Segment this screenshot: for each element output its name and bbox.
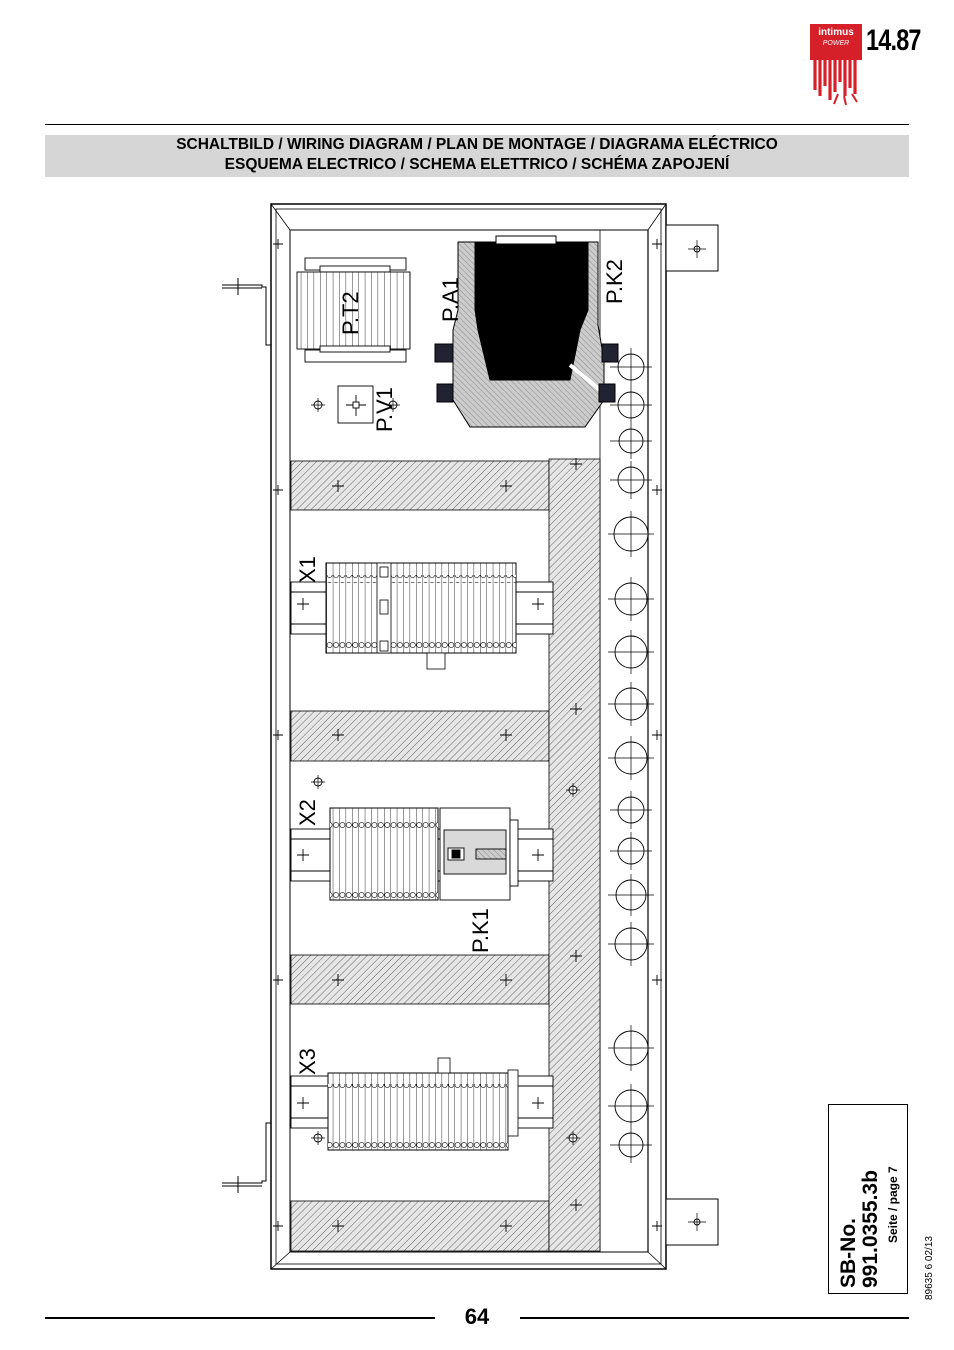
footer-rule-left: [45, 1317, 435, 1319]
page-code: 14.87: [866, 24, 921, 57]
label-pk1: P.K1: [468, 908, 493, 953]
cabinet-outer: [270, 203, 667, 1270]
page-number: 64: [464, 1304, 490, 1329]
transformer-pt2: [296, 257, 411, 363]
intimus-power-logo: [810, 24, 862, 106]
label-x1: X1: [295, 556, 320, 583]
cable-duct-vertical: [548, 458, 601, 1252]
sb-page-ref: Seite / page 7: [886, 1166, 900, 1243]
logo-brand-text: intimus: [818, 27, 854, 38]
controller-pa1: [434, 235, 619, 428]
top-rule: [45, 124, 909, 125]
footer-rule-right: [520, 1317, 909, 1319]
label-x2: X2: [295, 799, 320, 826]
sb-label: SB-No.: [837, 1218, 860, 1288]
terminal-block-x3: [327, 1057, 519, 1151]
component-pv1: [337, 385, 374, 424]
contactor-pk1: [439, 807, 519, 901]
sb-number: 991.0355.3b: [859, 1170, 882, 1288]
cable-duct-3: [290, 954, 550, 1005]
cable-duct-2: [290, 710, 550, 762]
terminal-block-x1: [325, 562, 517, 670]
label-pk2: P.K2: [602, 259, 627, 304]
terminal-block-x2: [329, 807, 439, 901]
title-line-2: ESQUEMA ELECTRICO / SCHEMA ELETTRICO / S…: [224, 156, 730, 173]
label-pt2: P.T2: [338, 291, 363, 335]
document-reference: 89635 6 02/13: [924, 1236, 935, 1300]
title-line-1: SCHALTBILD / WIRING DIAGRAM / PLAN DE MO…: [176, 136, 778, 153]
label-pa1: P.A1: [438, 277, 463, 322]
label-pv1: P.V1: [372, 387, 397, 432]
cable-duct-1: [290, 460, 550, 511]
label-x3: X3: [295, 1048, 320, 1075]
title-band: [45, 135, 909, 177]
sb-number-box: [828, 1104, 908, 1294]
logo-sub-text: POWER: [822, 40, 850, 47]
